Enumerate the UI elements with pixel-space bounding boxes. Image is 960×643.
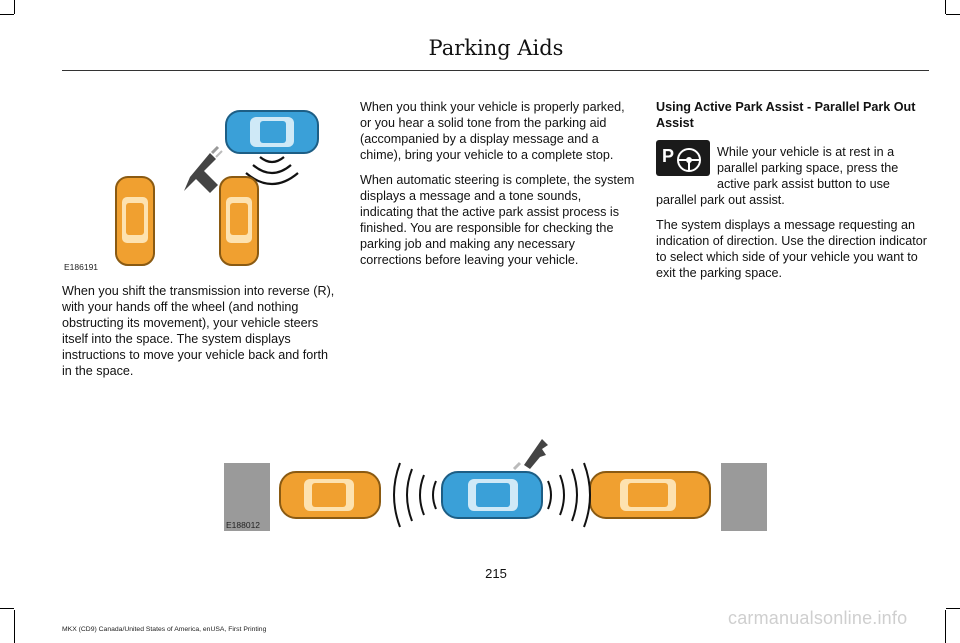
sensor-wave-icon — [393, 462, 591, 528]
crop-mark-top-left-h — [0, 14, 14, 15]
header-rule — [62, 70, 929, 71]
printing-info: MKX (CD9) Canada/United States of Americ… — [62, 626, 267, 633]
crop-mark-bottom-left-h — [0, 608, 14, 609]
page-title: Parking Aids — [428, 36, 564, 60]
column-2-paragraph-1: When you think your vehicle is properly … — [360, 100, 625, 162]
parallel-park-out-illustration — [224, 439, 767, 531]
column-3-paragraph-1: While your vehicle is at rest in a paral… — [656, 145, 899, 207]
active-vehicle — [225, 110, 319, 154]
parked-vehicle-front — [279, 471, 381, 519]
parked-vehicle-right — [219, 176, 259, 266]
crop-mark-top-left — [14, 0, 15, 14]
figure-id-bottom: E188012 — [226, 520, 261, 530]
park-assist-icon: P — [656, 140, 710, 176]
column-2: When you think your vehicle is properly … — [360, 99, 635, 277]
column-1-paragraph-1: When you shift the transmission into rev… — [62, 284, 335, 378]
parked-vehicle-rear — [589, 471, 711, 519]
column-1: When you shift the transmission into rev… — [62, 283, 337, 388]
crop-mark-bottom-left — [14, 610, 15, 643]
active-vehicle-center — [441, 471, 543, 519]
column-3: Using Active Park Assist - Parallel Park… — [656, 99, 928, 290]
crop-mark-top-right-h — [946, 14, 960, 15]
section-heading: Using Active Park Assist - Parallel Park… — [656, 100, 916, 130]
perpendicular-parking-illustration — [115, 110, 319, 266]
parked-vehicle-left — [115, 176, 155, 266]
watermark: carmanualsonline.info — [728, 608, 908, 628]
crop-mark-bottom-right-h — [946, 608, 960, 609]
column-2-paragraph-2: When automatic steering is complete, the… — [360, 173, 635, 267]
direction-arrow-icon — [184, 145, 223, 193]
figure-id-top: E186191 — [64, 262, 99, 272]
crop-mark-bottom-right — [945, 610, 946, 643]
svg-text:P: P — [662, 146, 674, 166]
direction-arrow-icon — [512, 439, 548, 471]
column-3-paragraph-2: The system displays a message requesting… — [656, 218, 927, 280]
crop-mark-top-right — [945, 0, 946, 14]
page-number: 215 — [485, 566, 507, 581]
sensor-wave-icon — [245, 156, 299, 186]
